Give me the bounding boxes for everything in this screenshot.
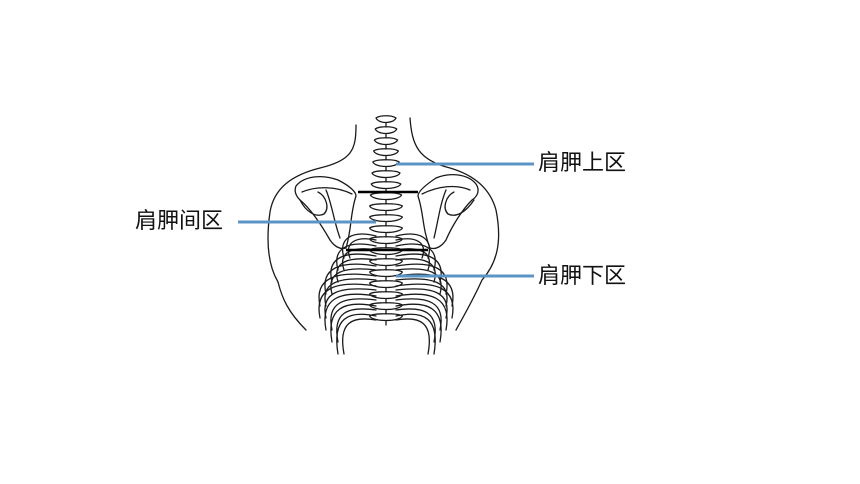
label-suprascapular-region: 肩胛上区 [538,151,627,176]
rib-left [330,303,377,343]
spine [368,115,404,326]
vertebra [369,192,403,205]
rib-left [318,273,377,307]
vertebra [373,137,399,150]
vertebra [374,126,398,139]
vertebra [368,214,404,227]
rib-left [324,293,377,331]
rib-right [395,313,436,355]
label-infrascapular-region: 肩胛下区 [538,264,627,289]
vertebra [372,159,400,172]
rib-right [395,293,448,331]
rib-cage [318,233,454,355]
rib-right [395,283,454,319]
vertebra [368,203,404,216]
vertebra [368,313,404,326]
body-outline [267,117,500,331]
right-scapula [417,173,479,250]
vertebra [368,291,404,304]
vertebra [375,115,397,128]
rib-left [336,313,377,355]
rib-left [330,253,377,283]
label-interscapular-region: 肩胛间区 [135,209,224,234]
vertebra [371,170,401,183]
rib-left [318,283,377,319]
vertebra [368,302,404,315]
left-scapula [294,175,357,250]
vertebra [372,148,400,161]
rib-right [395,303,442,343]
rib-right [395,253,442,283]
